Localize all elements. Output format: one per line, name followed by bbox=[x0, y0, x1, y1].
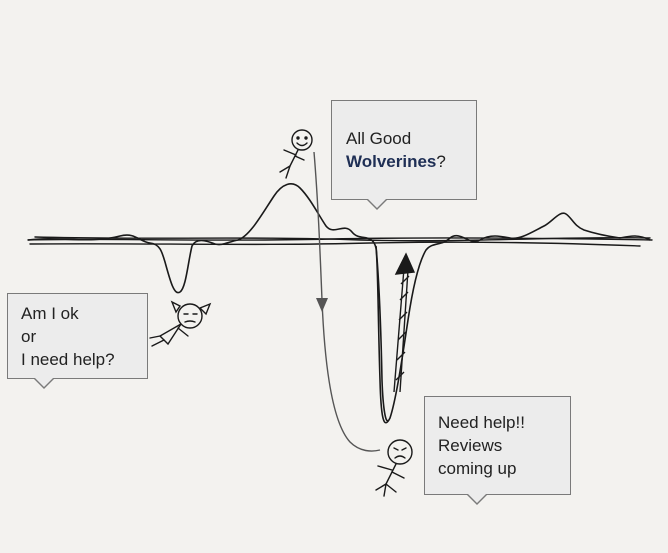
callout-line: Am I ok bbox=[21, 304, 79, 323]
callout-line: I need help? bbox=[21, 350, 115, 369]
callout-all-good-line1: All Good bbox=[346, 129, 412, 148]
callout-line: or bbox=[21, 327, 37, 346]
callout-wolverines-text: Wolverines bbox=[346, 152, 437, 171]
callout-am-i-ok: Am I ok or I need help? bbox=[7, 293, 148, 389]
callout-need-help: Need help!! Reviews coming up bbox=[424, 396, 571, 505]
callout-question-mark: ? bbox=[436, 152, 446, 171]
callout-tail bbox=[367, 199, 387, 210]
stick-figure-girl bbox=[149, 300, 212, 347]
emotion-curve bbox=[27, 183, 651, 424]
stick-figure-worried bbox=[375, 439, 413, 497]
callout-line: Reviews bbox=[438, 436, 503, 455]
baseline bbox=[27, 236, 653, 247]
callout-tail bbox=[34, 378, 54, 389]
callout-all-good: All Good Wolverines? bbox=[331, 100, 477, 210]
callout-tail bbox=[467, 494, 487, 505]
upward-arrow bbox=[393, 252, 416, 393]
callout-line: Need help!! bbox=[438, 413, 525, 432]
downward-path-arrow bbox=[313, 151, 381, 452]
stick-figure-top bbox=[279, 129, 313, 179]
callout-line: coming up bbox=[438, 459, 517, 478]
